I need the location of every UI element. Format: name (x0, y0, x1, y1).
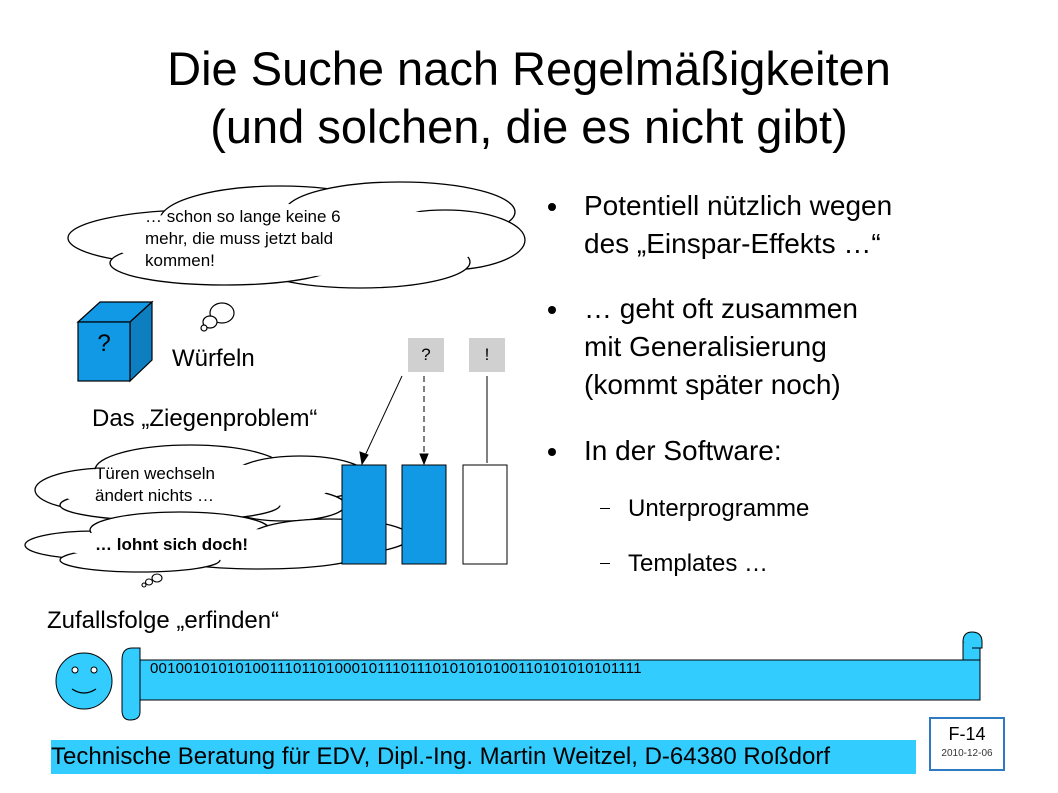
random-sequence-text: 0010010101010011101101000101110111010101… (150, 660, 642, 677)
door-1 (341, 464, 387, 565)
question-box: ? (408, 338, 444, 372)
goat-thought-cloud-1 (34, 444, 371, 522)
footer-bar: Technische Beratung für EDV, Dipl.-Ing. … (51, 740, 916, 774)
bullet-text: Potentiell nützlich wegen (584, 190, 893, 221)
dice-thought-line: mehr, die muss jetzt bald (145, 229, 334, 248)
door-2 (401, 464, 447, 565)
smiley-face-icon (55, 652, 113, 710)
bullet-dot-icon (548, 448, 556, 456)
dice-thought-line: … schon so lange keine 6 (145, 207, 341, 226)
dice-cube-icon (76, 300, 154, 383)
bullet-text: (kommt später noch) (584, 369, 841, 400)
bullet-text: mit Generalisierung (584, 331, 827, 362)
slide-number: F-14 (948, 724, 986, 744)
goat-thought-text-1: Türen wechseln ändert nichts … (95, 463, 215, 507)
dice-thought-cloud (67, 181, 526, 289)
dice-caption: Würfeln (172, 345, 255, 372)
title-line-2: (und solchen, die es nicht gibt) (210, 100, 848, 153)
goat-thought-line: Türen wechseln (95, 464, 216, 483)
goat-thought-text-2: … lohnt sich doch! (95, 535, 248, 554)
bullet-dot-icon (548, 306, 556, 314)
goat-thought-line: ändert nichts … (95, 486, 215, 505)
random-caption: Zufallsfolge „erfinden“ (47, 607, 280, 634)
random-sequence-scroll (121, 631, 983, 721)
slide-title: Die Suche nach Regelmäßigkeiten (und sol… (0, 40, 1058, 156)
bullet-dot-icon (548, 203, 556, 211)
dash-icon (600, 563, 610, 564)
thought-bubbles-icon (141, 573, 163, 588)
goat-caption: Das „Ziegenproblem“ (92, 405, 318, 432)
dice-thought-line: kommen! (145, 251, 215, 270)
slide-date: 2010-12-06 (941, 748, 993, 759)
goat-arrows (359, 375, 488, 466)
bullet-text: … geht oft zusammen (584, 293, 858, 324)
cube-question-mark: ? (97, 330, 111, 357)
thought-bubbles-icon (200, 302, 235, 332)
bullet-text: In der Software: (584, 435, 782, 466)
exclaim-box: ! (469, 338, 505, 372)
sub-bullet-text: Unterprogramme (628, 495, 810, 522)
dice-thought-text: … schon so lange keine 6 mehr, die muss … (145, 206, 341, 272)
slide-number-box: F-14 2010-12-06 (929, 717, 1005, 771)
door-3 (462, 464, 508, 565)
title-line-1: Die Suche nach Regelmäßigkeiten (167, 42, 891, 95)
bullet-text: des „Einspar-Effekts …“ (584, 228, 881, 259)
dash-icon (600, 508, 610, 509)
sub-bullet-text: Templates … (628, 550, 769, 577)
